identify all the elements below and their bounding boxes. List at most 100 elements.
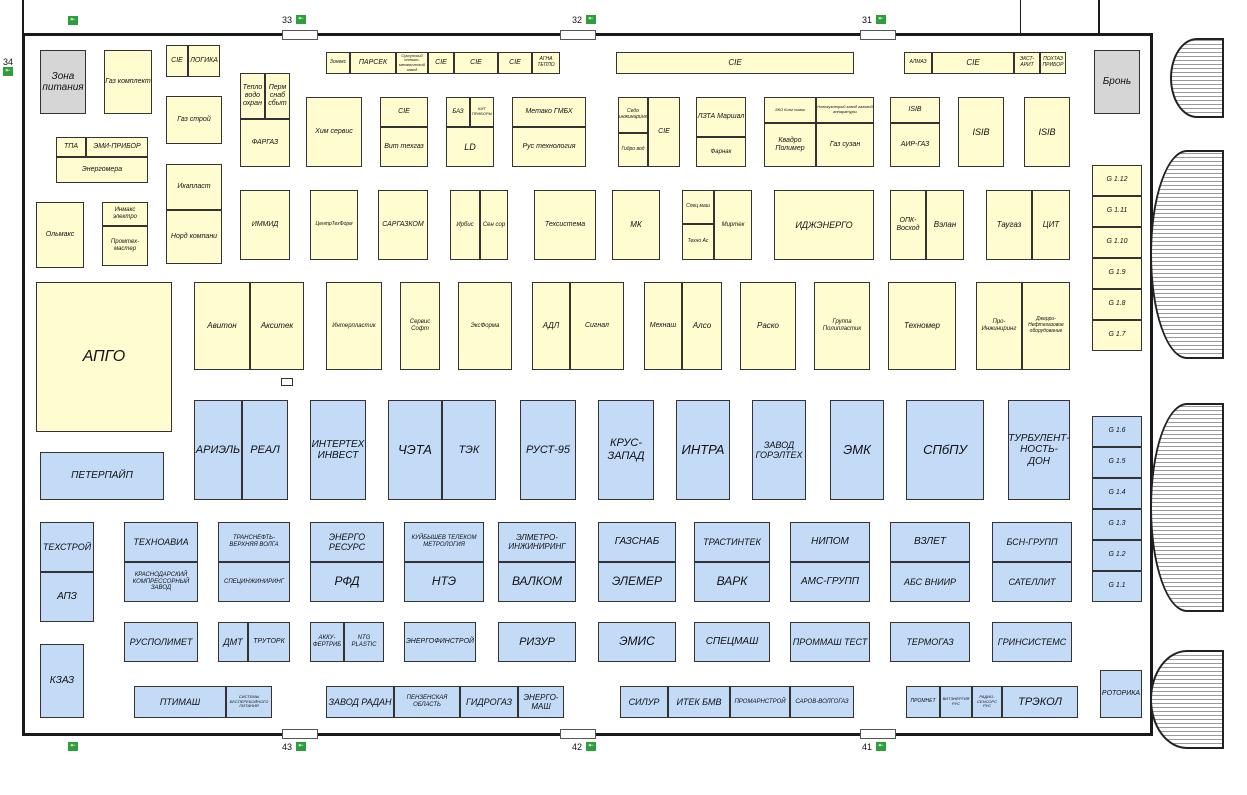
booth-ekst[interactable]: ЭКСТ- АРИТ [1014,52,1040,74]
booth-aviton[interactable]: Авитон [194,282,250,370]
booth-irbis[interactable]: Ирбис [450,190,480,260]
booth-dmt[interactable]: ДМТ [218,622,248,662]
booth-g-3[interactable]: G 1.10 [1092,227,1142,258]
booth-interplastik[interactable]: Интерпластик [326,282,382,370]
booth-sarov[interactable]: САРОВ-ВОЛГОГАЗ [790,686,854,718]
booth-tehnoas[interactable]: Техно Ас [682,224,714,260]
booth-vzlan[interactable]: Вэлан [926,190,964,260]
booth-teksistema[interactable]: Техсистема [534,190,596,260]
booth-cie-3[interactable]: CIE [454,52,498,74]
booth-gazsnab[interactable]: ГАЗСНАБ [598,522,676,562]
booth-promnet[interactable]: ПРОМНЕТ [906,686,940,718]
booth-farnak[interactable]: Фарнак [696,137,746,167]
booth-promteh[interactable]: Промтех- мастер [102,226,148,266]
booth-elemer[interactable]: ЭЛЕМЕР [598,562,676,602]
booth-isib-2[interactable]: ISIB [958,97,1004,167]
booth-elmetro[interactable]: ЭЛМЕТРО- ИНЖИНИРИНГ [498,522,576,562]
booth-bsn[interactable]: БСН-ГРУПП [992,522,1072,562]
booth-vitenergiya[interactable]: ВИТЭНЕРГИЯ РУС [940,686,972,718]
booth-gaz-stroy[interactable]: Газ строй [166,96,222,144]
booth-eko[interactable]: ЭКО Кинг химик [764,97,816,123]
booth-emk[interactable]: ЭМК [830,400,884,500]
booth-cie-big[interactable]: CIE [616,52,854,74]
booth-emis[interactable]: ЭМИС [598,622,676,662]
booth-nte[interactable]: НТЭ [404,562,484,602]
booth-inmaks[interactable]: Инмакс электро [102,202,148,226]
booth-peterpayp[interactable]: ПЕТЕРПАЙП [40,452,164,500]
booth-penza[interactable]: ПЕНЗЕНСКАЯ ОБЛАСТЬ [394,686,460,718]
booth-kzaz[interactable]: КЗАЗ [40,644,84,718]
booth-signal[interactable]: Сигнал [570,282,624,370]
booth-vzlet[interactable]: ВЗЛЕТ [890,522,970,562]
booth-ariel[interactable]: АРИЭЛЬ [194,400,242,500]
booth-kvadro[interactable]: Квадро Полимер [764,123,816,167]
booth-adl[interactable]: АДЛ [532,282,570,370]
booth-suksun[interactable]: Суксунский оптико-механический завод [396,52,428,74]
booth-rizur[interactable]: РИЗУР [498,622,576,662]
booth-transneft[interactable]: ТРАНСНЕФТЬ- ВЕРХНЯЯ ВОЛГА [218,522,290,562]
booth-mehnash[interactable]: Мехнаш [644,282,682,370]
booth-ld[interactable]: LD [446,127,494,167]
booth-almaz[interactable]: АЛМАЗ [904,52,932,74]
booth-intertech[interactable]: ИНТЕРТЕХ ИНВЕСТ [310,400,366,500]
booth-nipom[interactable]: НИПОМ [790,522,870,562]
booth-baz[interactable]: БАЗ [446,97,470,127]
booth-vit-tehgaz[interactable]: Вит техгаз [380,127,428,167]
booth-silur[interactable]: СИЛУР [620,686,668,718]
booth-g-12[interactable]: G 1.1 [1092,571,1142,602]
booth-nord[interactable]: Норд компани [166,210,222,264]
booth-krasnodar[interactable]: КРАСНОДАРСКИЙ КОМПРЕССОРНЫЙ ЗАВОД [124,562,198,602]
booth-metako[interactable]: Метако ГМБХ [512,97,586,127]
booth-rotorika[interactable]: РОТОРИКА [1100,670,1142,718]
booth-g-6[interactable]: G 1.7 [1092,320,1142,351]
booth-sedo[interactable]: Седо инжиниринг [618,97,648,133]
booth-cie-6[interactable]: CIE [648,97,680,167]
booth-mk[interactable]: МК [612,190,660,260]
booth-g-1[interactable]: G 1.12 [1092,165,1142,196]
booth-apz[interactable]: АПЗ [40,572,94,622]
booth-apgo[interactable]: АПГО [36,282,172,432]
booth-him-servis[interactable]: Хим сервис [306,97,362,167]
booth-energomera[interactable]: Энергомера [56,157,148,183]
booth-immid[interactable]: ИММИД [240,190,290,260]
booth-zavod-radan[interactable]: ЗАВОД РАДАН [326,686,394,718]
booth-ptimash[interactable]: ПТИМАШ [134,686,226,718]
booth-rfd[interactable]: РФД [310,562,384,602]
booth-g-9[interactable]: G 1.4 [1092,478,1142,509]
booth-sargazkom[interactable]: САРГАЗКОМ [378,190,428,260]
booth-cie-top-right[interactable]: CIE [932,52,1014,74]
booth-krus[interactable]: КРУС- ЗАПАД [598,400,654,500]
booth-tekstroy[interactable]: ТЕХСТРОЙ [40,522,94,572]
booth-sensor[interactable]: Сен сор [480,190,508,260]
booth-olmaks[interactable]: Ольмакс [36,202,84,268]
booth-grinsistems[interactable]: ГРИНСИСТЕМС [992,622,1072,662]
booth-itek[interactable]: ИТЕК БМВ [668,686,730,718]
booth-kit[interactable]: КИТ ПРИБОРЫ [470,97,494,127]
booth-vark[interactable]: ВАРК [694,562,770,602]
booth-rust[interactable]: РУСТ-95 [520,400,576,500]
booth-isib-1[interactable]: ISIB [890,97,940,123]
booth-ikaplast[interactable]: Икапласт [166,164,222,210]
booth-gaz-suzan[interactable]: Газ сузан [816,123,874,167]
booth-valkom[interactable]: ВАЛКОМ [498,562,576,602]
booth-energoresurs[interactable]: ЭНЕРГО РЕСУРС [310,522,384,562]
booth-zona-pitaniya[interactable]: Зона питания [40,50,86,114]
booth-sistemy[interactable]: СИСТЕМЫ БЕСПЕРЕБОЙНОГО ПИТАНИЯ [226,686,272,718]
booth-aksitek[interactable]: Акситек [250,282,304,370]
booth-ams[interactable]: АМС-ГРУПП [790,562,870,602]
booth-g-10[interactable]: G 1.3 [1092,509,1142,540]
booth-pro-inzhiniring[interactable]: Про- Инжиниринг [976,282,1022,370]
booth-trekol[interactable]: ТРЭКОЛ [1002,686,1078,718]
booth-rus-tech[interactable]: Рус технология [512,127,586,167]
booth-specmash-small[interactable]: Спец маш [682,190,714,224]
booth-g-11[interactable]: G 1.2 [1092,540,1142,571]
booth-spbpu[interactable]: СПбПУ [906,400,984,500]
booth-idzhenergo[interactable]: ИДЖЭНЕРГО [774,190,874,260]
booth-cie-4[interactable]: CIE [498,52,532,74]
booth-trastintek[interactable]: ТРАСТИНТЕК [694,522,770,562]
booth-g-7[interactable]: G 1.6 [1092,416,1142,447]
booth-specinzh[interactable]: СПЕЦИНЖИНИРИНГ [218,562,290,602]
booth-parsek[interactable]: ПАРСЕК [350,52,396,74]
booth-real[interactable]: РЕАЛ [242,400,288,500]
booth-zeta[interactable]: ЧЭТА [388,400,442,500]
